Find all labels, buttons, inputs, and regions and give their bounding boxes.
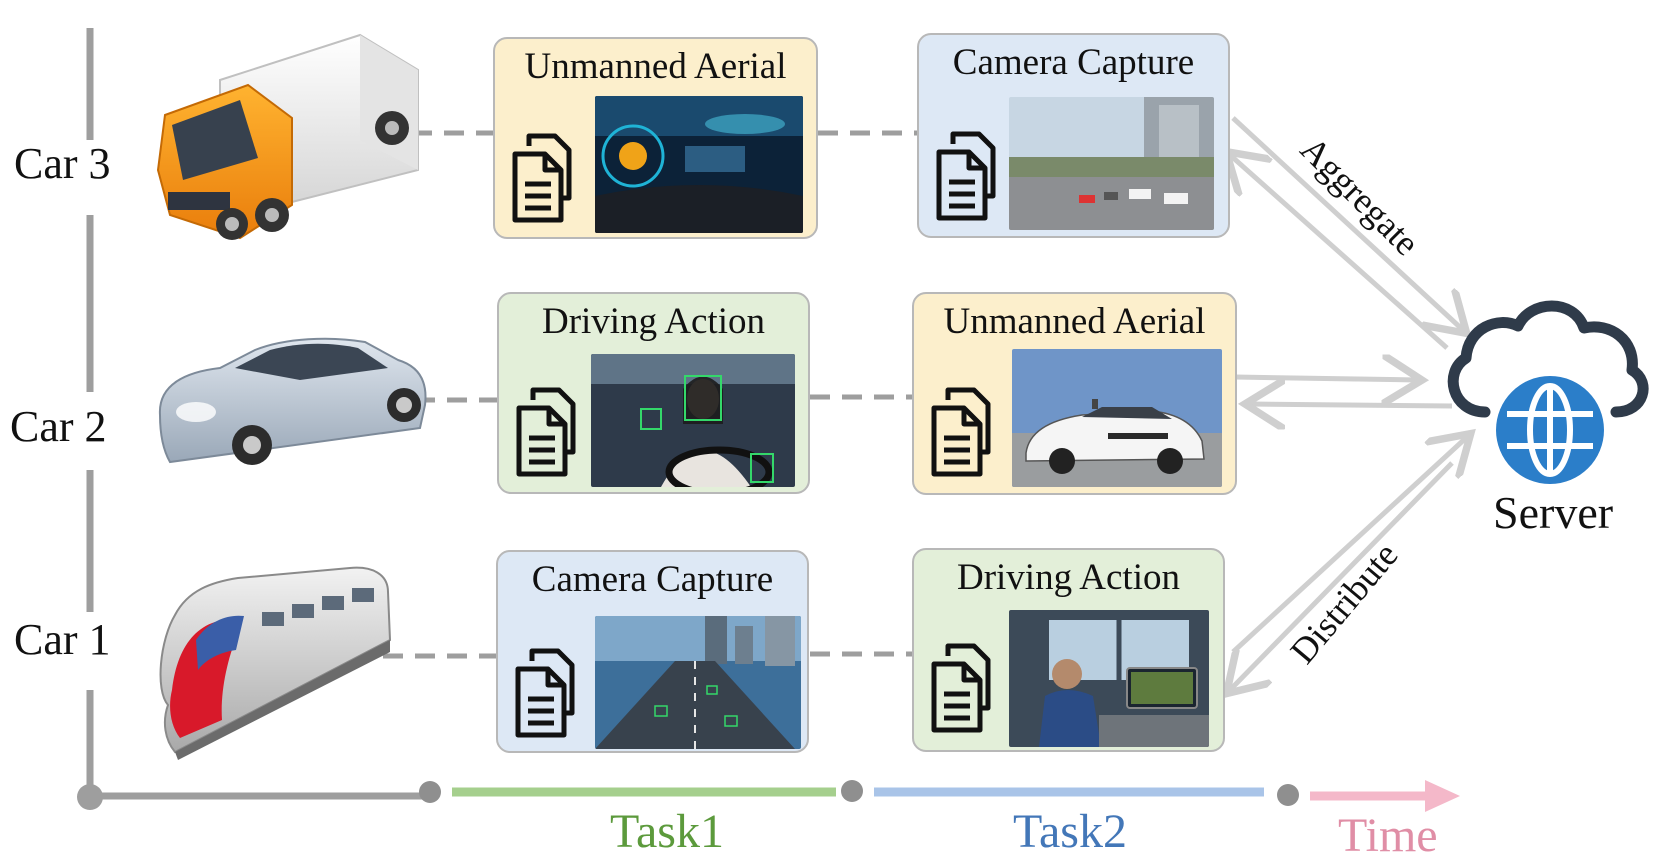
time-arrowhead: [1425, 780, 1460, 812]
car-2-label: Car 2: [10, 402, 107, 451]
dashed-connectors: [383, 130, 917, 659]
documents-icon: [512, 133, 572, 223]
sedan-icon: [158, 337, 427, 465]
task-card-car1-task1: Camera Capture: [496, 550, 809, 753]
documents-icon: [936, 131, 996, 221]
server-label: Server: [1493, 487, 1614, 538]
autonomous-car-photo: [1012, 349, 1222, 487]
documents-icon: [931, 387, 991, 477]
task-card-title: Camera Capture: [952, 42, 1195, 83]
task-card-car2-task2: Unmanned Aerial: [912, 292, 1237, 495]
task-card-car2-task1: Driving Action: [497, 292, 810, 494]
car-interior-photo: [595, 96, 803, 233]
task-card-car3-task1: Unmanned Aerial: [493, 37, 818, 239]
time-label: Time: [1338, 809, 1438, 862]
driver-monitoring-photo: [591, 354, 795, 487]
train-icon: [159, 566, 392, 760]
street-traffic-photo: [1009, 97, 1214, 230]
documents-icon: [516, 387, 576, 477]
documents-icon: [515, 648, 575, 738]
time-axis: [77, 780, 1460, 812]
car-3-label: Car 3: [14, 139, 111, 188]
task-card-title: Driving Action: [956, 557, 1180, 598]
task-card-title: Camera Capture: [531, 559, 774, 600]
train-cab-photo: [1009, 610, 1209, 747]
task-card-car1-task2: Driving Action: [912, 548, 1225, 752]
car-1-label: Car 1: [14, 615, 111, 664]
documents-icon: [931, 643, 991, 733]
cloud-globe-icon: [1447, 300, 1649, 484]
highway-detection-photo: [595, 616, 801, 749]
task-card-car3-task2: Camera Capture: [917, 33, 1230, 238]
task1-label: Task1: [610, 805, 724, 858]
task-card-title: Unmanned Aerial: [943, 301, 1206, 342]
truck-icon: [156, 33, 419, 240]
task-card-title: Driving Action: [541, 301, 765, 342]
task2-label: Task2: [1013, 805, 1127, 858]
task-card-title: Unmanned Aerial: [524, 46, 787, 87]
server-arrows: [1230, 116, 1467, 690]
